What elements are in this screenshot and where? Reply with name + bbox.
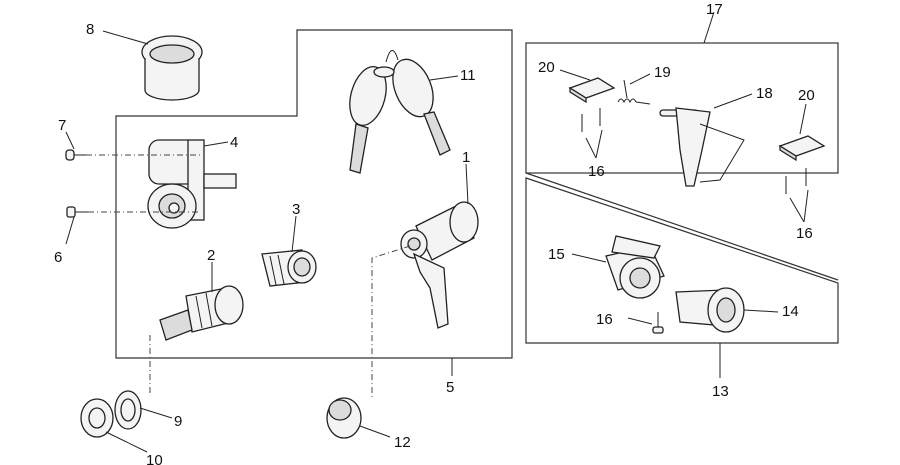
keys-part bbox=[349, 50, 451, 174]
lock-barrel-part bbox=[159, 285, 244, 341]
screw-7-part bbox=[65, 149, 86, 161]
screw-6-part bbox=[66, 206, 88, 218]
callout-16-top-right: 16 bbox=[796, 225, 813, 242]
callout-4: 4 bbox=[230, 134, 238, 151]
cylinder-part bbox=[261, 249, 317, 287]
callout-18: 18 bbox=[756, 85, 773, 102]
nut-10-part bbox=[80, 398, 114, 438]
lock-with-cam-part bbox=[400, 201, 479, 329]
callout-20-left: 20 bbox=[538, 59, 555, 76]
lock-body-part bbox=[147, 139, 237, 229]
sleeve-part bbox=[141, 35, 203, 101]
screw-16-bottom-part bbox=[652, 312, 664, 334]
callout-19: 19 bbox=[654, 64, 671, 81]
latch-group-box bbox=[525, 42, 839, 174]
callout-14: 14 bbox=[782, 303, 799, 320]
screws-16-top-part bbox=[581, 108, 807, 194]
callout-16-bottom: 16 bbox=[596, 311, 613, 328]
callout-11: 11 bbox=[460, 67, 476, 84]
latch-part bbox=[659, 107, 745, 187]
lock-housing-group-box bbox=[525, 177, 839, 344]
callout-16-top-left: 16 bbox=[588, 163, 605, 180]
spring-part bbox=[617, 79, 651, 105]
clip-20-right-part bbox=[778, 135, 826, 162]
bushing-part bbox=[675, 287, 745, 333]
nut-12-part bbox=[326, 397, 362, 439]
callout-labels: 8 7 4 6 2 3 1 11 5 9 10 12 17 20 19 18 2… bbox=[54, 1, 815, 465]
leader-lines bbox=[65, 11, 809, 453]
callout-1: 1 bbox=[462, 149, 470, 166]
callout-3: 3 bbox=[292, 201, 300, 218]
callout-2: 2 bbox=[207, 247, 215, 264]
lock-housing-part bbox=[605, 235, 665, 299]
callout-8: 8 bbox=[86, 21, 94, 38]
callout-6: 6 bbox=[54, 249, 62, 266]
callout-5: 5 bbox=[446, 379, 454, 396]
callout-20-right: 20 bbox=[798, 87, 815, 104]
lock-set-box bbox=[115, 29, 513, 359]
callout-9: 9 bbox=[174, 413, 182, 430]
callout-7: 7 bbox=[58, 117, 66, 134]
callout-10: 10 bbox=[146, 452, 163, 465]
group-separator bbox=[525, 172, 839, 281]
callout-12: 12 bbox=[394, 434, 411, 451]
lock-washer-part bbox=[114, 390, 142, 430]
callout-13: 13 bbox=[712, 383, 729, 400]
callout-17: 17 bbox=[706, 1, 723, 18]
callout-15: 15 bbox=[548, 246, 565, 263]
clip-20-left-part bbox=[568, 77, 616, 104]
